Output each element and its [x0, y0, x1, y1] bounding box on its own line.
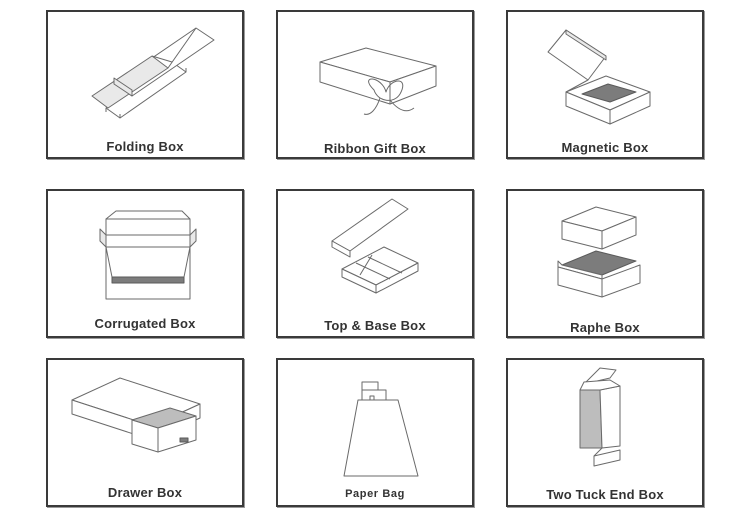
box-label: Drawer Box — [107, 485, 183, 500]
ribbon-gift-box-icon — [319, 47, 437, 115]
top-base-box-icon — [331, 198, 419, 294]
box-label: Ribbon Gift Box — [324, 141, 426, 156]
box-card-top-base[interactable]: Top & Base Box — [276, 189, 474, 338]
corrugated-box-icon — [99, 210, 197, 300]
box-card-raphe[interactable]: Raphe Box — [506, 189, 704, 338]
box-label: Top & Base Box — [324, 318, 426, 333]
box-card-magnetic[interactable]: Magnetic Box — [506, 10, 704, 159]
box-card-paper-bag[interactable]: Paper Bag — [276, 358, 474, 507]
box-label: Folding Box — [106, 139, 184, 154]
box-card-two-tuck-end[interactable]: Two Tuck End Box — [506, 358, 704, 507]
box-card-folding[interactable]: Folding Box — [46, 10, 244, 159]
box-card-drawer[interactable]: Drawer Box — [46, 358, 244, 507]
two-tuck-end-box-icon — [579, 367, 621, 467]
box-label: Paper Bag — [345, 488, 405, 500]
box-label: Two Tuck End Box — [546, 487, 664, 502]
drawer-box-icon — [71, 377, 201, 453]
box-card-corrugated[interactable]: Corrugated Box — [46, 189, 244, 338]
box-label: Corrugated Box — [94, 316, 196, 331]
paper-bag-icon — [343, 381, 419, 477]
folding-box-icon — [91, 27, 215, 119]
box-label: Magnetic Box — [561, 140, 649, 155]
raphe-box-icon — [557, 206, 641, 298]
box-card-ribbon-gift[interactable]: Ribbon Gift Box — [276, 10, 474, 159]
box-label: Raphe Box — [570, 320, 640, 335]
magnetic-box-icon — [547, 29, 651, 125]
